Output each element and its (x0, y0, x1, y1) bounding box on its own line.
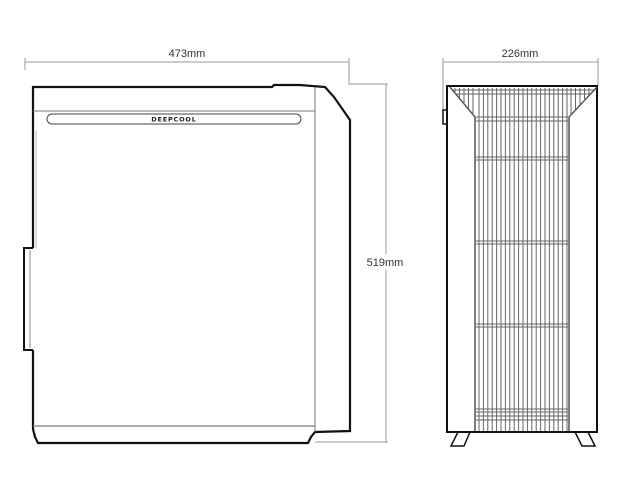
deepcool-logo: DEEPCOOL (151, 116, 196, 124)
case-front-view (442, 85, 598, 447)
front-mesh-grille (453, 88, 594, 431)
side-height-label: 519mm (367, 257, 404, 269)
case-side-view (23, 83, 352, 445)
front-right-foot (573, 431, 597, 447)
front-width-label: 226mm (502, 48, 539, 60)
side-width-dimension (24, 58, 388, 85)
front-width-dimension (442, 58, 599, 110)
front-left-foot (449, 431, 472, 447)
side-width-label: 473mm (169, 48, 206, 60)
